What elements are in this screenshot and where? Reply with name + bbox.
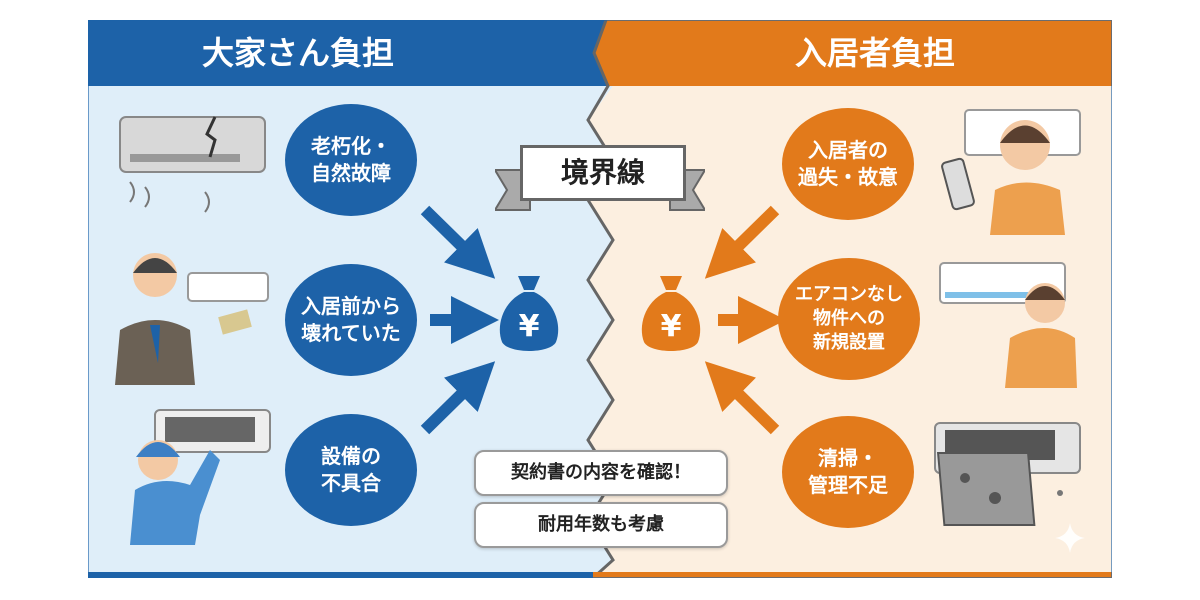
svg-text:¥: ¥ <box>519 309 540 344</box>
tenant-installing-ac-icon <box>939 262 1077 388</box>
cause-line: 清掃・ <box>818 446 878 470</box>
money-bag-icon: ¥ <box>641 276 701 351</box>
landlord-person-icon <box>115 253 269 385</box>
cause-line: 入居者の <box>808 138 888 162</box>
svg-text:¥: ¥ <box>661 309 682 344</box>
cause-line: 不具合 <box>321 471 381 495</box>
arrow-icon <box>704 361 780 435</box>
arrow-icon <box>420 361 496 435</box>
arrow-icon <box>420 205 496 279</box>
note-check-contract: 契約書の内容を確認！ <box>474 450 728 496</box>
boundary-label: 境界線 <box>520 145 686 201</box>
cause-line: 壊れていた <box>301 321 401 345</box>
cause-line: 自然故障 <box>311 161 391 185</box>
note-consider-lifespan: 耐用年数も考慮 <box>474 502 728 548</box>
cause-line: 入居前から <box>301 294 401 318</box>
landlord-header: 大家さん負担 <box>201 34 394 72</box>
cause-line: エアコンなし <box>795 284 903 305</box>
cause-line: 老朽化・ <box>311 134 391 158</box>
money-bag-icon: ¥ <box>499 276 559 351</box>
arrow-icon <box>704 205 780 279</box>
sparkle-icon <box>1055 523 1085 553</box>
repair-worker-icon <box>130 409 271 545</box>
landlord-cause-defect: 設備の 不具合 <box>285 414 417 526</box>
landlord-cause-preexisting: 入居前から 壊れていた <box>285 264 417 376</box>
tenant-header: 入居者負担 <box>794 34 955 72</box>
tenant-cause-poor-maintenance: 清掃・ 管理不足 <box>782 416 914 528</box>
cause-line: 過失・故意 <box>798 165 898 189</box>
cause-line: 設備の <box>321 444 381 468</box>
cause-line: 物件への <box>813 308 885 329</box>
cause-line: 管理不足 <box>808 473 888 497</box>
landlord-cause-aging: 老朽化・ 自然故障 <box>285 104 417 216</box>
tenant-cause-new-install: エアコンなし 物件への 新規設置 <box>778 258 920 380</box>
cause-line: 新規設置 <box>813 332 885 353</box>
tenant-with-remote-icon <box>941 109 1081 235</box>
broken-air-conditioner-icon <box>119 116 266 213</box>
dirty-air-conditioner-icon <box>934 422 1081 526</box>
tenant-cause-negligence: 入居者の 過失・故意 <box>782 108 914 220</box>
